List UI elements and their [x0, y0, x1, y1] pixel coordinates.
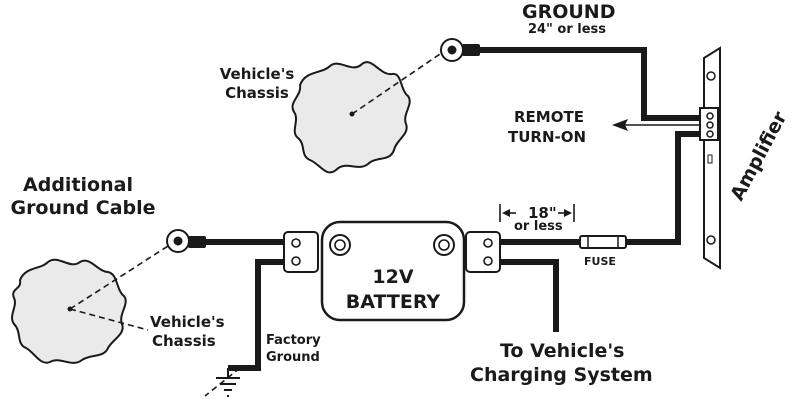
ground-title: GROUND: [522, 1, 616, 23]
remote-label-2: TURN-ON: [508, 128, 587, 146]
battery-label-1: 12V: [372, 266, 414, 288]
battery-label-2: BATTERY: [345, 291, 441, 313]
ground-wire: [468, 47, 704, 121]
fuse-distance-label: 18": [528, 204, 557, 222]
amplifier: [699, 46, 721, 270]
chassis-bottom: [11, 258, 127, 364]
chassis-bottom-label-1: Vehicle's: [150, 313, 225, 331]
fuse-distance-label-2: or less: [514, 219, 563, 234]
ring-terminal-top-hole: [447, 45, 457, 55]
chassis-top-label-1: Vehicle's: [219, 65, 295, 83]
charging-label-2: Charging System: [470, 364, 653, 386]
remote-label-1: REMOTE: [514, 108, 584, 126]
additional-ground-label-2: Ground Cable: [10, 197, 156, 219]
battery: [320, 220, 466, 322]
fuse: [579, 235, 627, 249]
distance-marker: [499, 204, 575, 222]
ground-symbol: [216, 368, 240, 397]
leader-bottom-label: [69, 308, 149, 331]
ring-terminal-top-crimp: [462, 44, 480, 56]
chassis-bottom-label-2: Chassis: [152, 332, 216, 350]
chassis-top-label-2: Chassis: [225, 84, 289, 102]
battery-negative-post: [283, 231, 351, 273]
factory-ground-label-2: Ground: [266, 350, 320, 365]
remote-arrow-head: [612, 119, 628, 131]
battery-positive-post: [433, 231, 501, 273]
leader-factory-ground: [204, 367, 241, 397]
fuse-label: FUSE: [584, 255, 616, 268]
ring-terminal-bottom-hole: [173, 236, 183, 246]
chassis-top: [291, 61, 411, 174]
additional-ground-label-1: Additional: [23, 174, 133, 196]
power-wire-amp: [626, 131, 704, 245]
ring-terminal-bottom-crimp: [188, 236, 206, 248]
ground-length: 24" or less: [528, 22, 607, 37]
charging-wire: [500, 259, 559, 332]
factory-ground-wire: [228, 259, 290, 371]
factory-ground-label-1: Factory: [266, 333, 321, 348]
leader-top-ring: [351, 53, 441, 115]
charging-label-1: To Vehicle's: [500, 340, 625, 362]
